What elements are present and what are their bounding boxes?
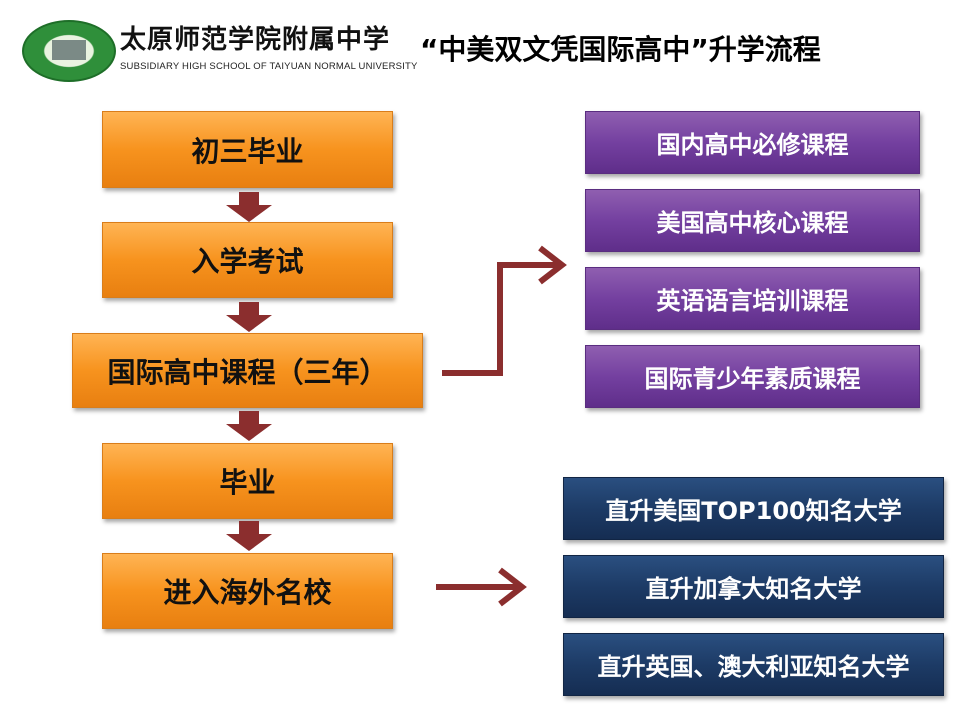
- down-arrow-icon: [226, 302, 272, 332]
- flow-step-1: 初三毕业: [102, 111, 393, 188]
- down-arrow-icon: [226, 192, 272, 222]
- school-logo: [22, 20, 116, 82]
- right-arrow-icon: [436, 567, 527, 607]
- down-arrow-icon: [226, 411, 272, 441]
- course-box-4: 国际青少年素质课程: [585, 345, 920, 408]
- elbow-arrow-icon: [442, 245, 567, 376]
- flow-step-2: 入学考试: [102, 222, 393, 298]
- flow-step-3: 国际高中课程（三年）: [72, 333, 423, 408]
- flow-step-5: 进入海外名校: [102, 553, 393, 629]
- destination-box-1: 直升美国TOP100知名大学: [563, 477, 944, 540]
- course-box-2: 美国高中核心课程: [585, 189, 920, 252]
- down-arrow-icon: [226, 521, 272, 551]
- destination-box-2: 直升加拿大知名大学: [563, 555, 944, 618]
- flow-step-4: 毕业: [102, 443, 393, 519]
- destination-box-3: 直升英国、澳大利亚知名大学: [563, 633, 944, 696]
- course-box-3: 英语语言培训课程: [585, 267, 920, 330]
- slide-title: “中美双文凭国际高中”升学流程: [420, 33, 821, 66]
- school-name-en: SUBSIDIARY HIGH SCHOOL OF TAIYUAN NORMAL…: [120, 61, 418, 72]
- course-box-1: 国内高中必修课程: [585, 111, 920, 174]
- school-name-cn: 太原师范学院附属中学: [120, 25, 391, 55]
